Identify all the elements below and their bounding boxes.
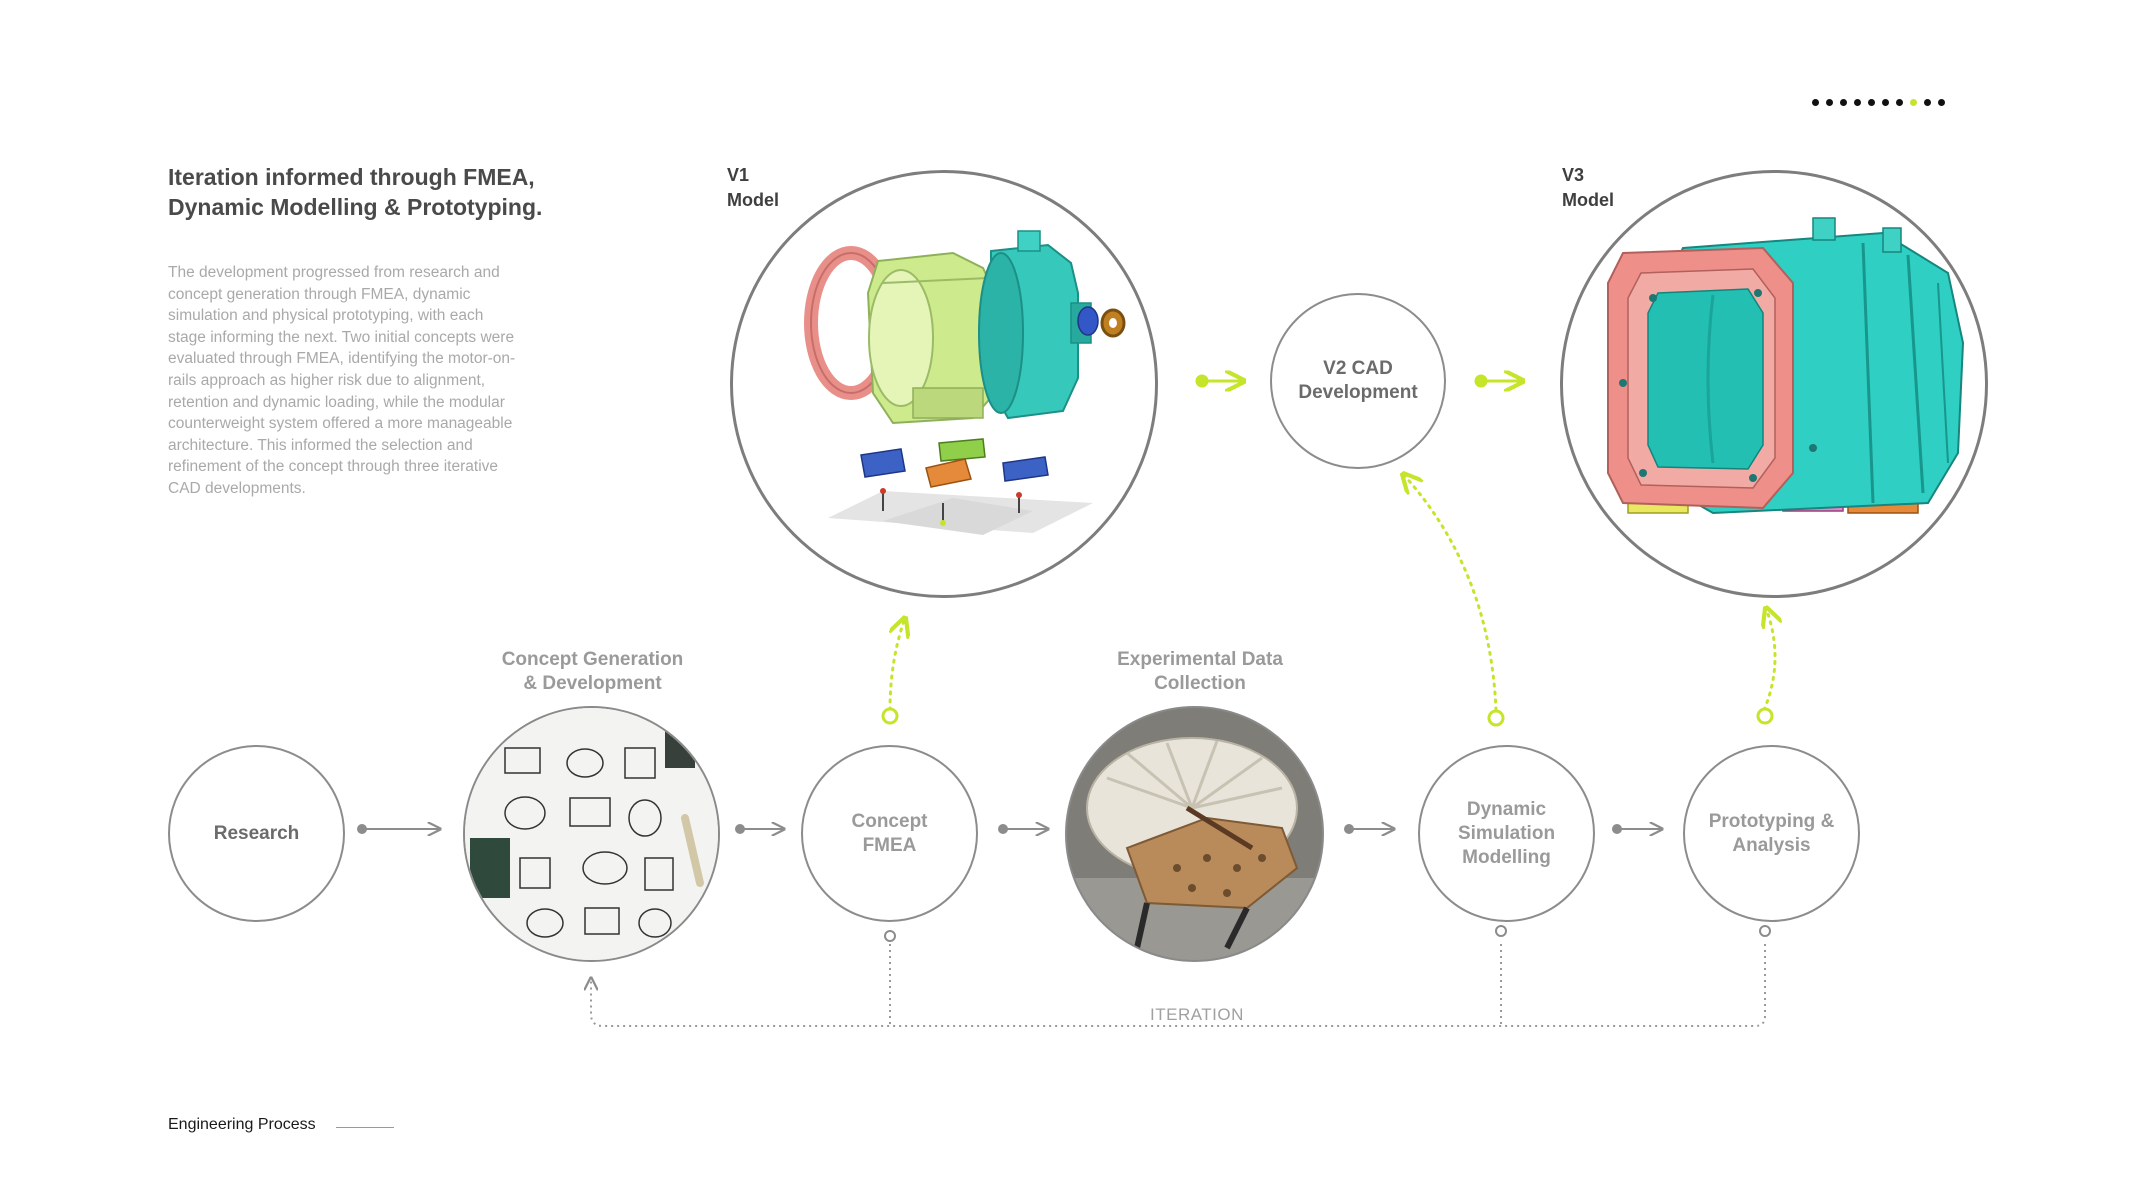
pagination-dots[interactable]	[1812, 99, 1945, 106]
pagination-dot[interactable]	[1826, 99, 1833, 106]
feedback-curves	[888, 474, 1775, 712]
concept-generation-caption: Concept Generation & Development	[501, 649, 684, 694]
pagination-dot[interactable]	[1868, 99, 1875, 106]
section-footer: Engineering Process	[168, 1116, 316, 1133]
experimental-rig-illustration	[1067, 708, 1322, 960]
concept-fmea-node: Concept FMEA	[801, 745, 978, 922]
v3-assembled-cad-illustration	[1607, 217, 1965, 515]
experimental-rig-photo	[1065, 706, 1324, 962]
footer-rule	[336, 1127, 394, 1128]
concept-sketches-photo	[463, 706, 720, 962]
v3-model-image	[1560, 170, 1988, 598]
pagination-dot[interactable]	[1840, 99, 1847, 106]
model-flow-arrows	[1195, 376, 1523, 386]
iteration-label: ITERATION	[1150, 1005, 1244, 1024]
dynamic-simulation-label: Dynamic Simulation Modelling	[1457, 798, 1556, 868]
pagination-dot[interactable]	[1882, 99, 1889, 106]
experimental-data-caption: Experimental Data Collection	[1117, 649, 1283, 694]
pagination-dot[interactable]	[1924, 99, 1931, 106]
pagination-dot[interactable]	[1854, 99, 1861, 106]
concept-sketches-illustration	[465, 708, 718, 960]
research-label: Research	[213, 822, 300, 844]
v2-cad-development-node: V2 CAD Development	[1270, 293, 1446, 469]
iteration-loop	[591, 944, 1766, 1027]
v1-model-image	[730, 170, 1158, 598]
prototyping-analysis-label: Prototyping & Analysis	[1708, 810, 1835, 856]
v1-exploded-cad-illustration	[804, 230, 1126, 535]
flow-arrows	[357, 825, 1662, 833]
pagination-dot[interactable]	[1910, 99, 1917, 106]
pagination-dot[interactable]	[1938, 99, 1945, 106]
page-title: Iteration informed through FMEA, Dynamic…	[168, 164, 543, 220]
pagination-dot[interactable]	[1812, 99, 1819, 106]
dynamic-simulation-node: Dynamic Simulation Modelling	[1418, 745, 1595, 922]
v2-cad-development-label: V2 CAD Development	[1298, 358, 1418, 403]
prototyping-analysis-node: Prototyping & Analysis	[1683, 745, 1860, 922]
v1-model-label: V1 Model	[727, 165, 779, 210]
v3-model-label: V3 Model	[1562, 165, 1614, 210]
research-node: Research	[168, 745, 345, 922]
description-text: The development progressed from research…	[168, 264, 516, 497]
pagination-dot[interactable]	[1896, 99, 1903, 106]
concept-fmea-label: Concept FMEA	[851, 810, 928, 856]
